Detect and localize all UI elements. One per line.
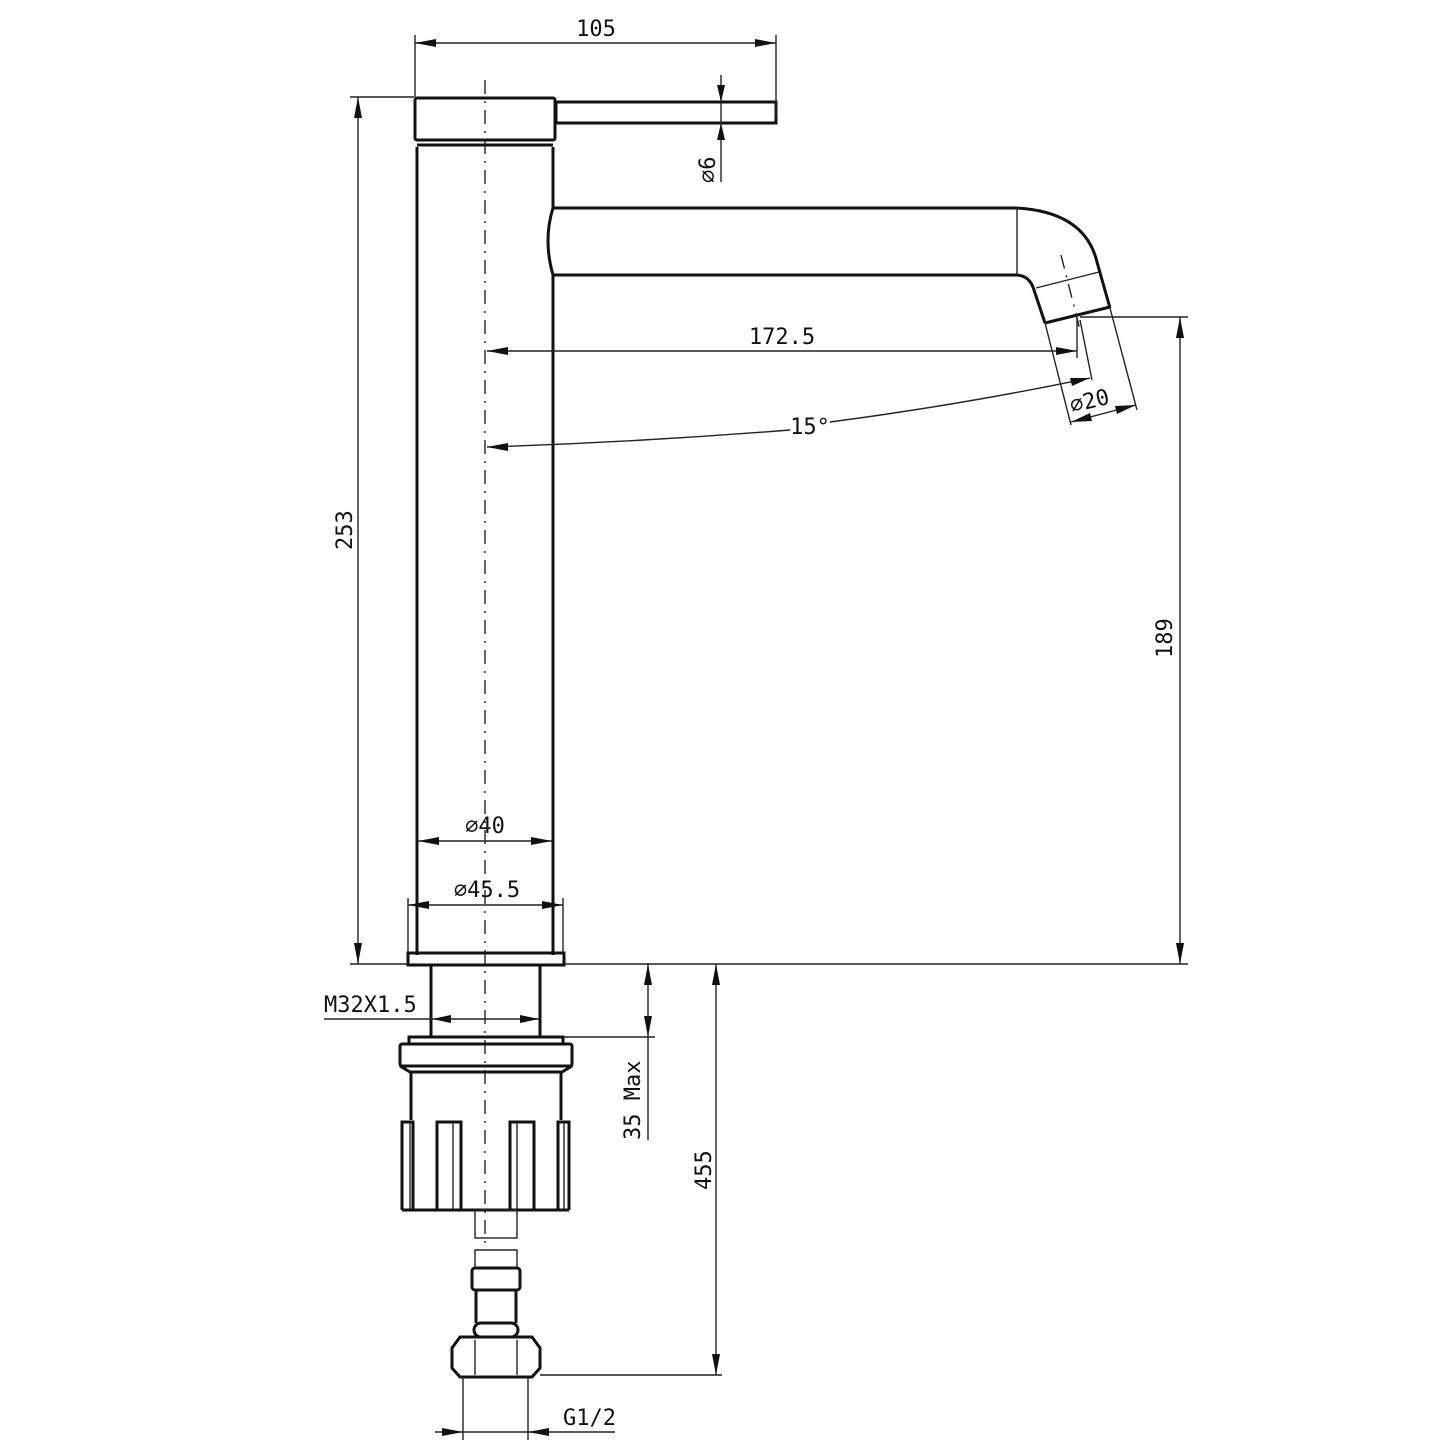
label-hose-connection: G1/2 — [563, 1406, 616, 1431]
dim-body-diameter — [418, 837, 552, 845]
tap-body — [415, 147, 555, 955]
label-body-diameter: ∅40 — [465, 814, 505, 839]
fixing-nut — [398, 1035, 574, 1239]
dim-max-counter-thickness — [564, 964, 655, 1140]
spout — [546, 206, 1112, 331]
label-outlet-height: 189 — [1153, 618, 1178, 658]
dim-outlet-height — [564, 316, 1188, 965]
dim-lever-length — [414, 35, 777, 118]
dim-spout-angle — [486, 319, 1093, 451]
label-spout-angle: 15° — [790, 415, 830, 440]
base-flange — [406, 951, 566, 967]
dim-hose-connection — [435, 1378, 615, 1440]
dim-outlet-diameter — [1044, 307, 1138, 426]
label-lever-length: 105 — [576, 17, 616, 42]
dim-thread — [324, 1015, 539, 1023]
lever-handle — [554, 100, 778, 125]
dim-base-diameter — [407, 898, 564, 952]
dim-overall-height — [350, 96, 414, 965]
label-hose-length: 455 — [692, 1150, 717, 1190]
label-base-diameter: ∅45.5 — [454, 878, 520, 903]
label-max-counter-thickness: 35 Max — [621, 1061, 646, 1140]
dim-hose-length — [540, 964, 722, 1376]
label-spout-reach: 172.5 — [749, 325, 815, 350]
label-overall-height: 253 — [333, 510, 358, 550]
label-thread: M32X1.5 — [324, 993, 417, 1018]
label-lever-diameter: ∅6 — [696, 157, 721, 184]
dim-spout-reach — [487, 318, 1078, 358]
dim-lever-diameter — [717, 75, 725, 182]
threaded-shank — [429, 965, 542, 1037]
hose-fitting — [450, 1249, 542, 1379]
